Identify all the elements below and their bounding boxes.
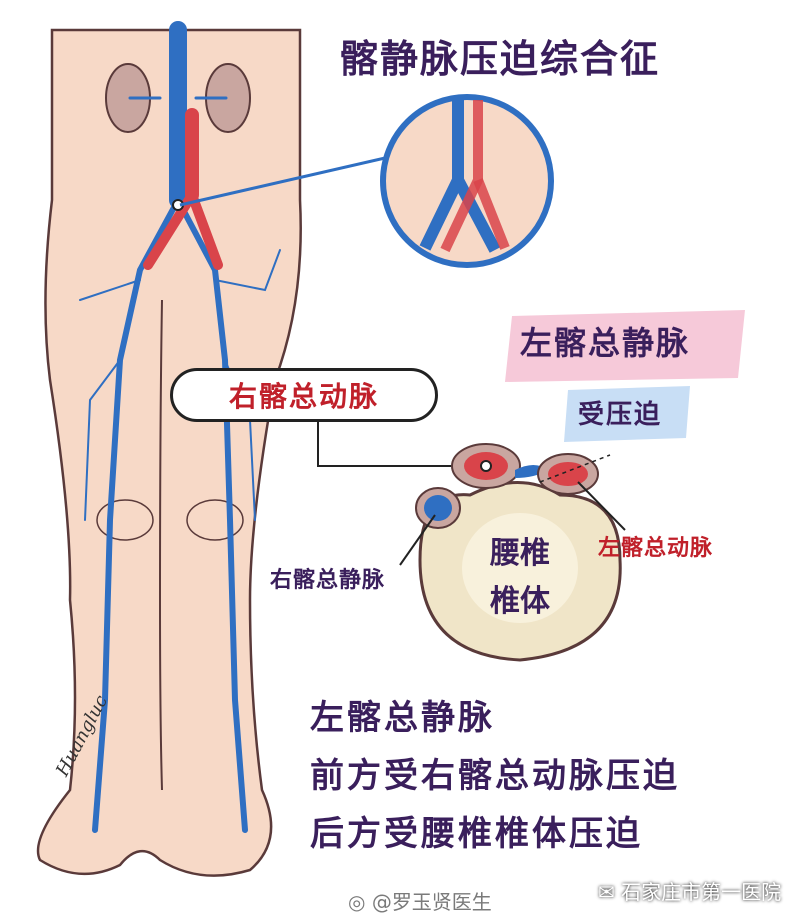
wechat-icon: ✉ bbox=[598, 880, 615, 904]
wechat-account: 石家庄市第一医院 bbox=[621, 880, 782, 904]
zoom-connector-line bbox=[179, 156, 386, 207]
vertebra-label-line2: 椎体 bbox=[490, 584, 550, 619]
compressed-label: 受压迫 bbox=[578, 400, 663, 430]
weibo-watermark: ◎ @罗玉贤医生 bbox=[348, 886, 492, 915]
blue-highlight bbox=[564, 386, 690, 442]
label-connector bbox=[317, 422, 483, 467]
left-common-iliac-artery-label: 左髂总动脉 bbox=[598, 536, 714, 561]
weibo-icon: ◎ bbox=[348, 890, 366, 914]
left-common-iliac-vein-label: 左髂总静脉 bbox=[520, 324, 691, 362]
weibo-handle: @罗玉贤医生 bbox=[371, 890, 492, 914]
diagram-title: 髂静脉压迫综合征 bbox=[340, 37, 661, 81]
zoom-circle bbox=[380, 94, 554, 268]
artery-system bbox=[143, 108, 223, 270]
pink-highlight bbox=[505, 310, 745, 382]
right-common-iliac-artery-label: 右髂总动脉 bbox=[170, 368, 438, 422]
vertebra-label-line1: 腰椎 bbox=[490, 536, 550, 571]
description-line-2: 前方受右髂总动脉压迫 bbox=[310, 756, 680, 796]
description-line-3: 后方受腰椎椎体压迫 bbox=[310, 814, 643, 854]
wechat-watermark: ✉ 石家庄市第一医院 bbox=[598, 876, 781, 905]
right-common-iliac-vein-label: 右髂总静脉 bbox=[270, 568, 386, 593]
cross-section bbox=[399, 443, 626, 662]
description-line-1: 左髂总静脉 bbox=[310, 698, 495, 738]
